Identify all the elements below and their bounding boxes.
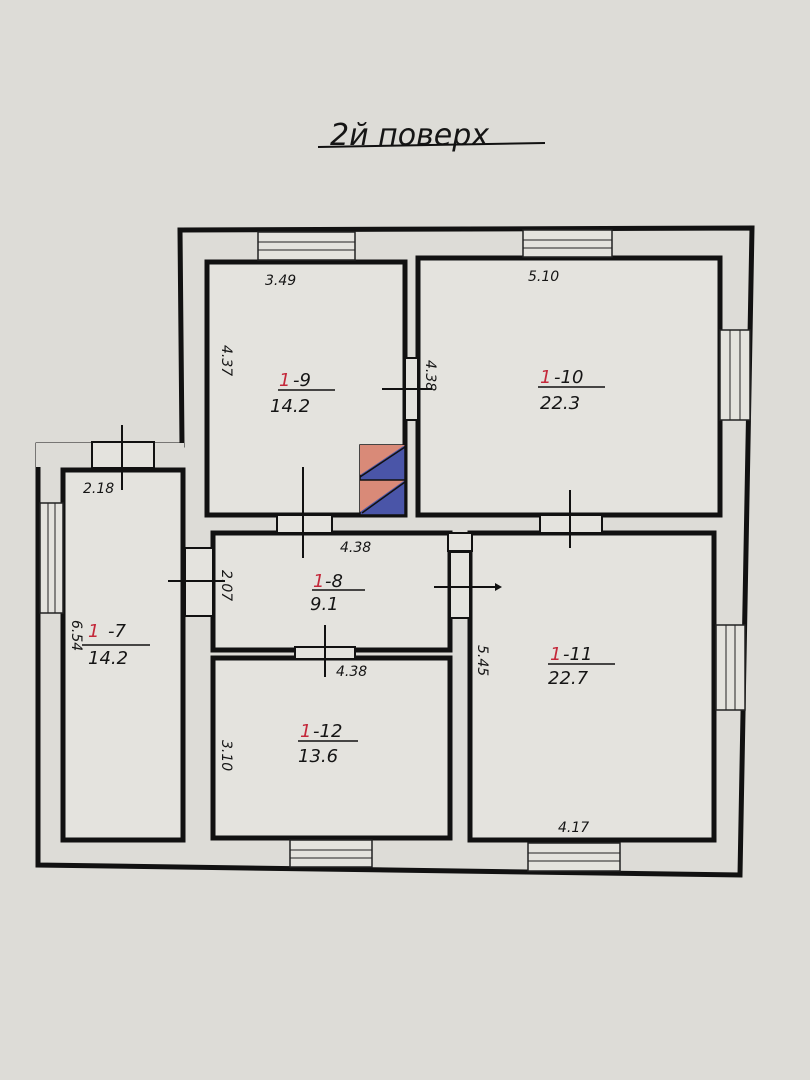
- door-opening[interactable]: [382, 357, 432, 421]
- window-icon: [39, 502, 64, 614]
- room-area: 22.7: [548, 668, 589, 689]
- dimension-label: 4.17: [558, 820, 589, 836]
- dimension-label: 2.18: [83, 481, 114, 497]
- dimension-label: 6.54: [68, 620, 84, 651]
- room-number: -10: [554, 367, 583, 388]
- window-icon: [289, 839, 373, 868]
- dimension-label: 5.45: [474, 645, 490, 676]
- room-number-prefix: 1: [88, 621, 99, 642]
- room-area: 22.3: [540, 393, 580, 414]
- dimension-label: 4.37: [218, 345, 234, 376]
- window-icon: [719, 329, 751, 421]
- door-opening[interactable]: [91, 425, 155, 490]
- room-number: -11: [563, 644, 592, 665]
- room-number-prefix: 1: [300, 721, 311, 742]
- room-area: 9.1: [310, 594, 339, 615]
- floor-title: 2й поверх: [330, 118, 489, 153]
- window-icon: [257, 231, 356, 261]
- dimension-label: 5.10: [528, 269, 559, 285]
- dimension-label: 4.38: [422, 360, 438, 391]
- dimension-label: 2.07: [218, 570, 234, 601]
- room-number-prefix: 1: [550, 644, 561, 665]
- room-number: -8: [325, 571, 343, 592]
- room-number: -9: [293, 370, 311, 391]
- room-area: 14.2: [88, 648, 128, 669]
- room-area: 14.2: [270, 396, 310, 417]
- room-number: -12: [313, 721, 342, 742]
- dimension-label: 4.38: [340, 540, 371, 556]
- title-underline: [317, 142, 546, 148]
- dimension-label: 4.38: [336, 664, 367, 680]
- room-1-11[interactable]: [467, 530, 717, 843]
- door-opening[interactable]: [434, 551, 502, 619]
- door-opening[interactable]: [168, 547, 225, 617]
- room-number-prefix: 1: [313, 571, 324, 592]
- dimension-label: 3.49: [265, 273, 296, 289]
- window-icon: [527, 842, 621, 872]
- dimension-label: 3.10: [218, 740, 234, 771]
- room-number-prefix: 1: [279, 370, 290, 391]
- door-opening[interactable]: [276, 467, 333, 558]
- room-area: 13.6: [298, 746, 338, 767]
- stove-icon: [359, 444, 406, 516]
- wall-niche: [447, 532, 473, 552]
- door-opening[interactable]: [539, 490, 603, 548]
- door-opening[interactable]: [294, 625, 356, 677]
- window-icon: [522, 229, 613, 258]
- room-number: -7: [108, 621, 126, 642]
- window-icon: [715, 624, 746, 711]
- room-number-prefix: 1: [540, 367, 551, 388]
